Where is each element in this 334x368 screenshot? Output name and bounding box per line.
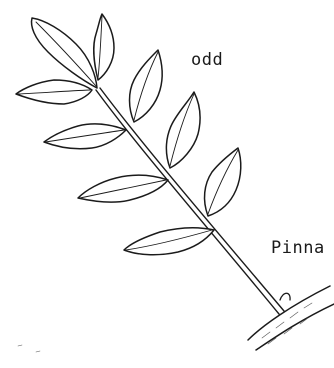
- leaflet-left-4: [124, 228, 214, 255]
- leaflet-right-2: [130, 50, 163, 122]
- leaflet-right-3: [166, 92, 200, 168]
- leaflet-left-2: [44, 124, 126, 149]
- scan-specks: [18, 345, 40, 352]
- terminal-leaflet: [32, 18, 97, 88]
- stem-branch: [248, 286, 334, 350]
- leaflet-right-4: [205, 148, 241, 216]
- leaflet-left-3: [78, 175, 168, 202]
- odd-label: odd: [191, 50, 223, 70]
- leaflet-right-1: [94, 14, 114, 80]
- pinna-label: Pinna: [271, 238, 325, 258]
- leaflet-left-1: [16, 80, 92, 104]
